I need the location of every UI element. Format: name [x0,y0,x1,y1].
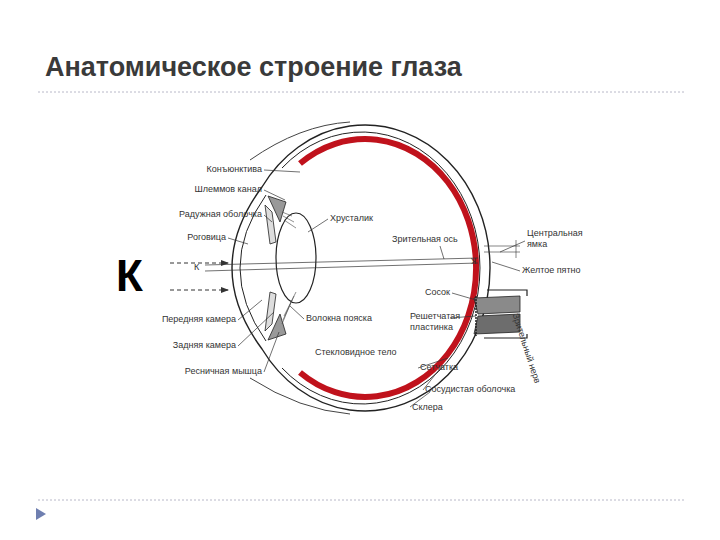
part-label: Центральная ямка [527,228,585,250]
part-label: Стекловидное тело [315,347,397,358]
part-label: Сетчатка [420,362,458,373]
part-label: К [194,262,199,273]
part-label: Хрусталик [330,213,373,224]
part-label: Ресничная мышца [185,366,262,377]
part-label: Желтое пятно [522,265,581,276]
part-label: Сосок [425,287,450,298]
part-label: Сосудистая оболочка [425,384,515,395]
part-label: Склера [412,402,443,413]
part-label: Зрительный нерв [510,312,543,385]
part-label: Волокна пояска [306,313,372,324]
part-label: Роговица [187,232,226,243]
part-label: Решетчатая пластинка [410,311,450,333]
part-label: Передняя камера [162,314,236,325]
slide-title: Анатомическое строение глаза [45,52,462,83]
part-label: Задняя камера [173,340,236,351]
part-label: Шлеммов канал [194,184,262,195]
part-label: К [471,255,476,266]
part-label: Зрительная ось [392,234,458,245]
part-label: Конъюнктива [207,164,262,175]
part-label: Радужная оболочка [179,209,262,220]
object-letter: К [116,254,143,298]
